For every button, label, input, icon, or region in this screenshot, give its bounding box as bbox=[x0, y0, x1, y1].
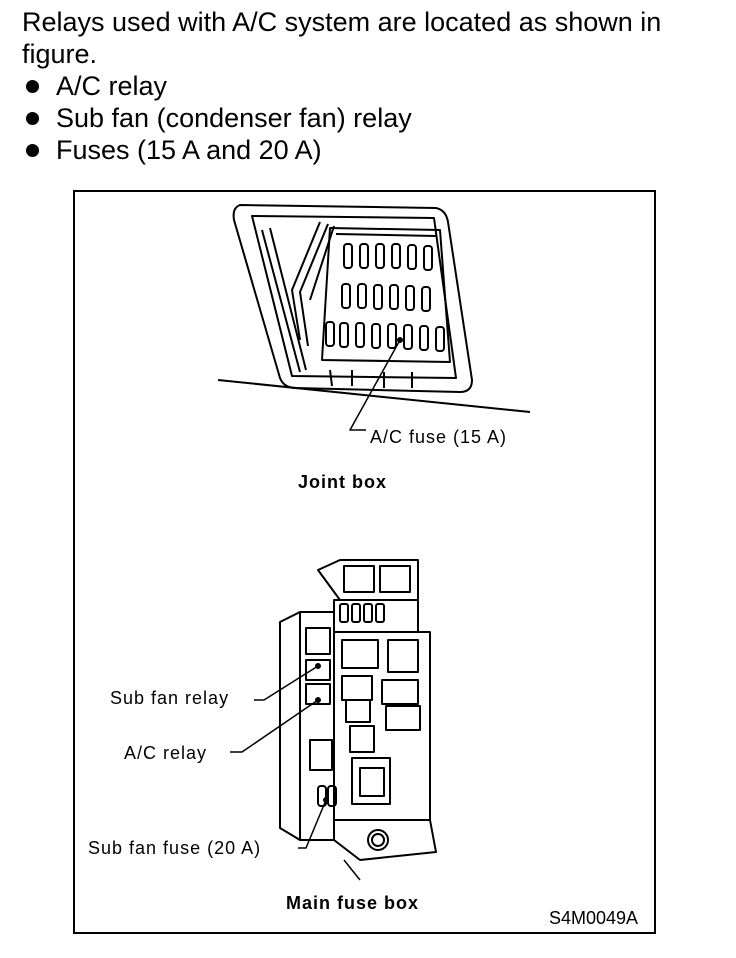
main-fuse-box-drawing bbox=[230, 559, 437, 881]
relay-list: A/C relay Sub fan (condenser fan) relay … bbox=[22, 70, 722, 166]
list-item: A/C relay bbox=[22, 70, 722, 102]
bullet-icon bbox=[26, 80, 39, 93]
intro-text: Relays used with A/C system are located … bbox=[22, 6, 722, 166]
bullet-icon bbox=[26, 144, 39, 157]
ac-fuse-label: A/C fuse (15 A) bbox=[370, 427, 508, 447]
joint-box-label: Joint box bbox=[298, 472, 387, 492]
figure-code: S4M0049A bbox=[549, 908, 639, 928]
sub-fan-fuse-label: Sub fan fuse (20 A) bbox=[88, 838, 262, 858]
bullet-icon bbox=[26, 112, 39, 125]
ac-relay-label: A/C relay bbox=[124, 743, 208, 763]
joint-box-drawing bbox=[217, 204, 531, 431]
intro-lead: Relays used with A/C system are located … bbox=[22, 7, 662, 69]
main-fuse-box-label: Main fuse box bbox=[286, 893, 420, 913]
figure-frame bbox=[73, 190, 656, 934]
sub-fan-relay-label: Sub fan relay bbox=[110, 688, 230, 708]
list-item: Fuses (15 A and 20 A) bbox=[22, 134, 722, 166]
list-item: Sub fan (condenser fan) relay bbox=[22, 102, 722, 134]
